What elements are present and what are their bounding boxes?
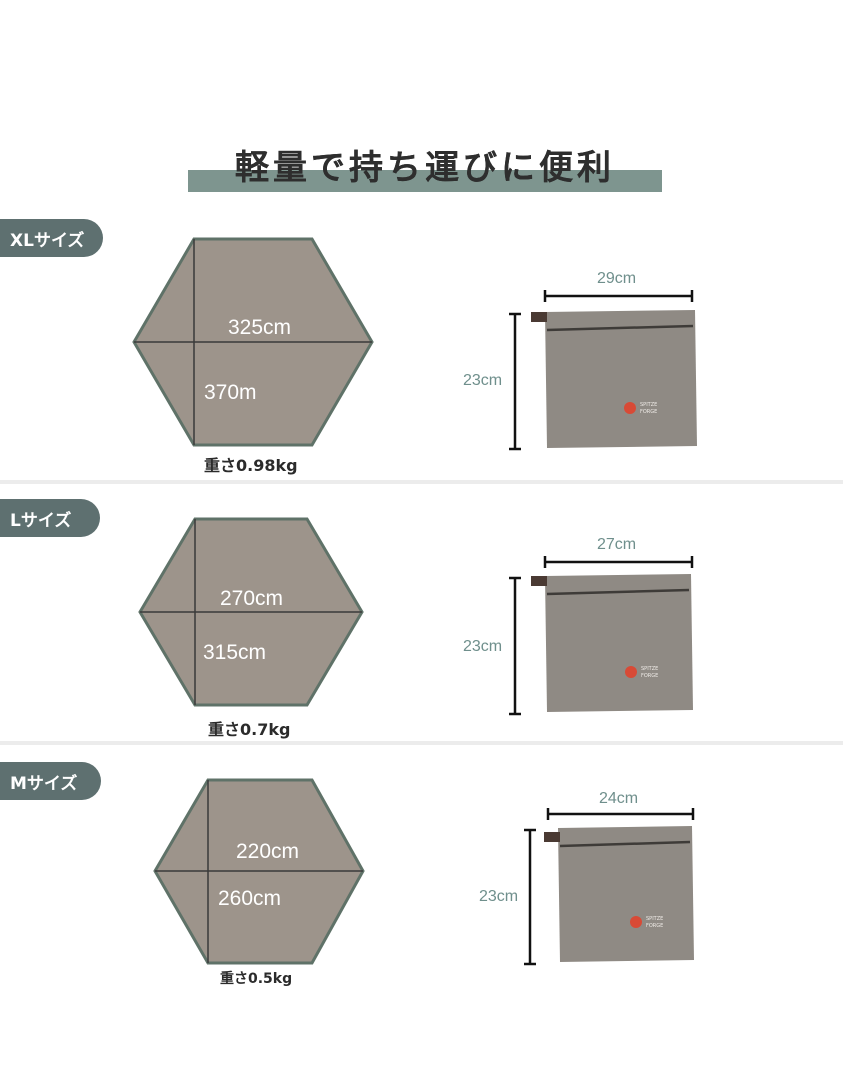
brand-logo-m-line2: FORGE <box>646 923 663 929</box>
weight-l: 重さ0.7kg <box>208 720 291 739</box>
hex-length-xl: 370m <box>204 381 257 404</box>
storage-bag-m: SPITZE FORGE <box>524 808 695 966</box>
bag-width-m: 24cm <box>599 790 639 807</box>
bag-width-l: 27cm <box>597 536 637 553</box>
brand-logo-xl-line1: SPITZE <box>640 402 657 408</box>
bag-height-m: 23cm <box>479 888 519 905</box>
brand-logo-m-line1: SPITZE <box>646 916 663 922</box>
size-label-m: Mサイズ <box>0 762 101 800</box>
size-label-l: Lサイズ <box>0 499 100 537</box>
storage-bag-xl: SPITZE FORGE <box>509 290 697 451</box>
brand-logo-l-line1: SPITZE <box>641 666 658 672</box>
hex-width-m: 220cm <box>236 840 300 863</box>
section-divider <box>0 741 843 745</box>
hex-width-l: 270cm <box>220 587 284 610</box>
section-divider <box>0 480 843 484</box>
size-label-xl: XLサイズ <box>0 219 103 257</box>
hex-length-l: 315cm <box>203 641 267 664</box>
hexagon-diagram-l <box>138 517 364 707</box>
hexagon-diagram-m <box>153 778 365 965</box>
page-title: 軽量で持ち運びに便利 <box>235 148 615 188</box>
hex-width-xl: 325cm <box>228 316 292 339</box>
brand-logo-xl-line2: FORGE <box>640 409 657 415</box>
weight-xl: 重さ0.98kg <box>204 456 298 475</box>
weight-m: 重さ0.5kg <box>220 971 293 987</box>
bag-height-xl: 23cm <box>463 372 503 389</box>
bag-height-l: 23cm <box>463 638 503 655</box>
bag-width-xl: 29cm <box>597 270 637 287</box>
hex-length-m: 260cm <box>218 887 282 910</box>
title-accent-band <box>188 170 662 192</box>
hexagon-diagram-xl <box>132 237 374 447</box>
brand-logo-l-line2: FORGE <box>641 673 658 679</box>
storage-bag-l: SPITZE FORGE <box>509 556 694 716</box>
